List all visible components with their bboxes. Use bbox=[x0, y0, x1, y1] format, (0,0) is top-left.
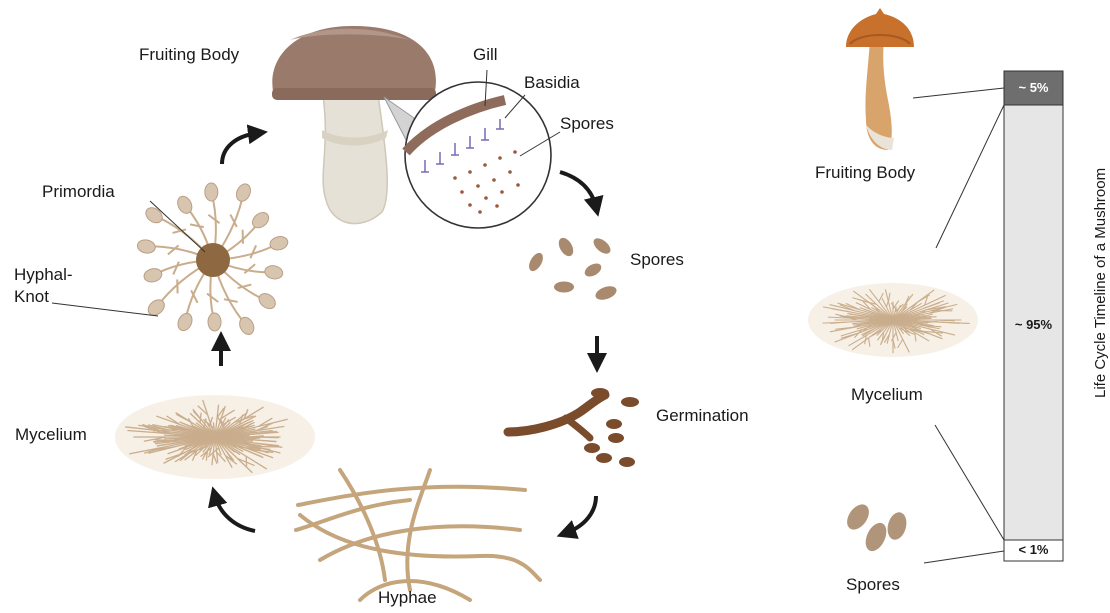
mycelium-connector-bottom bbox=[935, 425, 1004, 540]
spores-illustration bbox=[526, 235, 618, 302]
knot-cap bbox=[269, 235, 290, 252]
knot-cap bbox=[208, 313, 221, 331]
label-mycelium: Mycelium bbox=[15, 425, 87, 445]
hyphal-knot-leader bbox=[52, 303, 158, 316]
mycelium-illustration bbox=[115, 395, 315, 479]
gill-zoom-inset bbox=[384, 82, 551, 228]
knot-cap bbox=[136, 238, 156, 254]
knot-twig bbox=[173, 262, 179, 275]
knot-twig bbox=[250, 245, 256, 258]
label-hyphae: Hyphae bbox=[378, 588, 437, 608]
knot-twig bbox=[208, 215, 219, 223]
label-spores: Spores bbox=[630, 250, 684, 270]
germination-illustration bbox=[508, 388, 639, 467]
timeline-spores-illustration bbox=[843, 500, 910, 554]
knot-cap bbox=[256, 290, 278, 311]
timeline-mycelium-illustration bbox=[808, 283, 978, 357]
timeline-pct-mycelium: ~ 95% bbox=[1004, 317, 1063, 332]
label-fruiting-body: Fruiting Body bbox=[139, 45, 239, 65]
knot-cap bbox=[143, 267, 164, 284]
timeline-pct-fruiting: ~ 5% bbox=[1004, 80, 1063, 95]
knot-twig bbox=[207, 294, 218, 302]
label-gill: Gill bbox=[473, 45, 498, 65]
fruiting-connector bbox=[913, 88, 1004, 98]
timeline-label-fruiting-body: Fruiting Body bbox=[815, 163, 915, 183]
label-basidia: Basidia bbox=[524, 73, 580, 93]
knot-twig bbox=[190, 224, 204, 227]
label-germination: Germination bbox=[656, 406, 749, 426]
label-primordia: Primordia bbox=[42, 182, 115, 202]
timeline-label-spores: Spores bbox=[846, 575, 900, 595]
arrow-hyphal-knot-to-fruiting bbox=[222, 133, 258, 164]
label-spores-zoom: Spores bbox=[560, 114, 614, 134]
label-hyphal-knot-line1: Hyphal- bbox=[14, 265, 73, 285]
spores-connector bbox=[924, 551, 1004, 563]
arrow-fruiting-to-spores bbox=[560, 172, 596, 207]
knot-cap bbox=[264, 264, 284, 280]
timeline-fruiting-body-illustration bbox=[846, 8, 914, 150]
mycelium-connector-top bbox=[936, 105, 1004, 248]
knot-cap bbox=[249, 209, 271, 231]
knot-cap bbox=[143, 205, 165, 226]
arrow-germination-to-hyphae bbox=[566, 496, 596, 533]
hyphal-knot-illustration bbox=[136, 182, 289, 337]
timeline-title: Life Cycle Timeline of a Mushroom bbox=[1092, 168, 1109, 398]
knot-cap bbox=[234, 182, 253, 204]
hyphae-illustration bbox=[296, 470, 540, 600]
timeline-label-mycelium: Mycelium bbox=[851, 385, 923, 405]
knot-cap bbox=[175, 311, 194, 333]
knot-cap bbox=[205, 183, 218, 201]
timeline-bar bbox=[1004, 71, 1063, 561]
arrow-hyphae-to-mycelium bbox=[215, 496, 255, 531]
label-hyphal-knot-line2: Knot bbox=[14, 287, 49, 307]
timeline-pct-spores: < 1% bbox=[1004, 542, 1063, 557]
knot-twig bbox=[224, 299, 238, 302]
